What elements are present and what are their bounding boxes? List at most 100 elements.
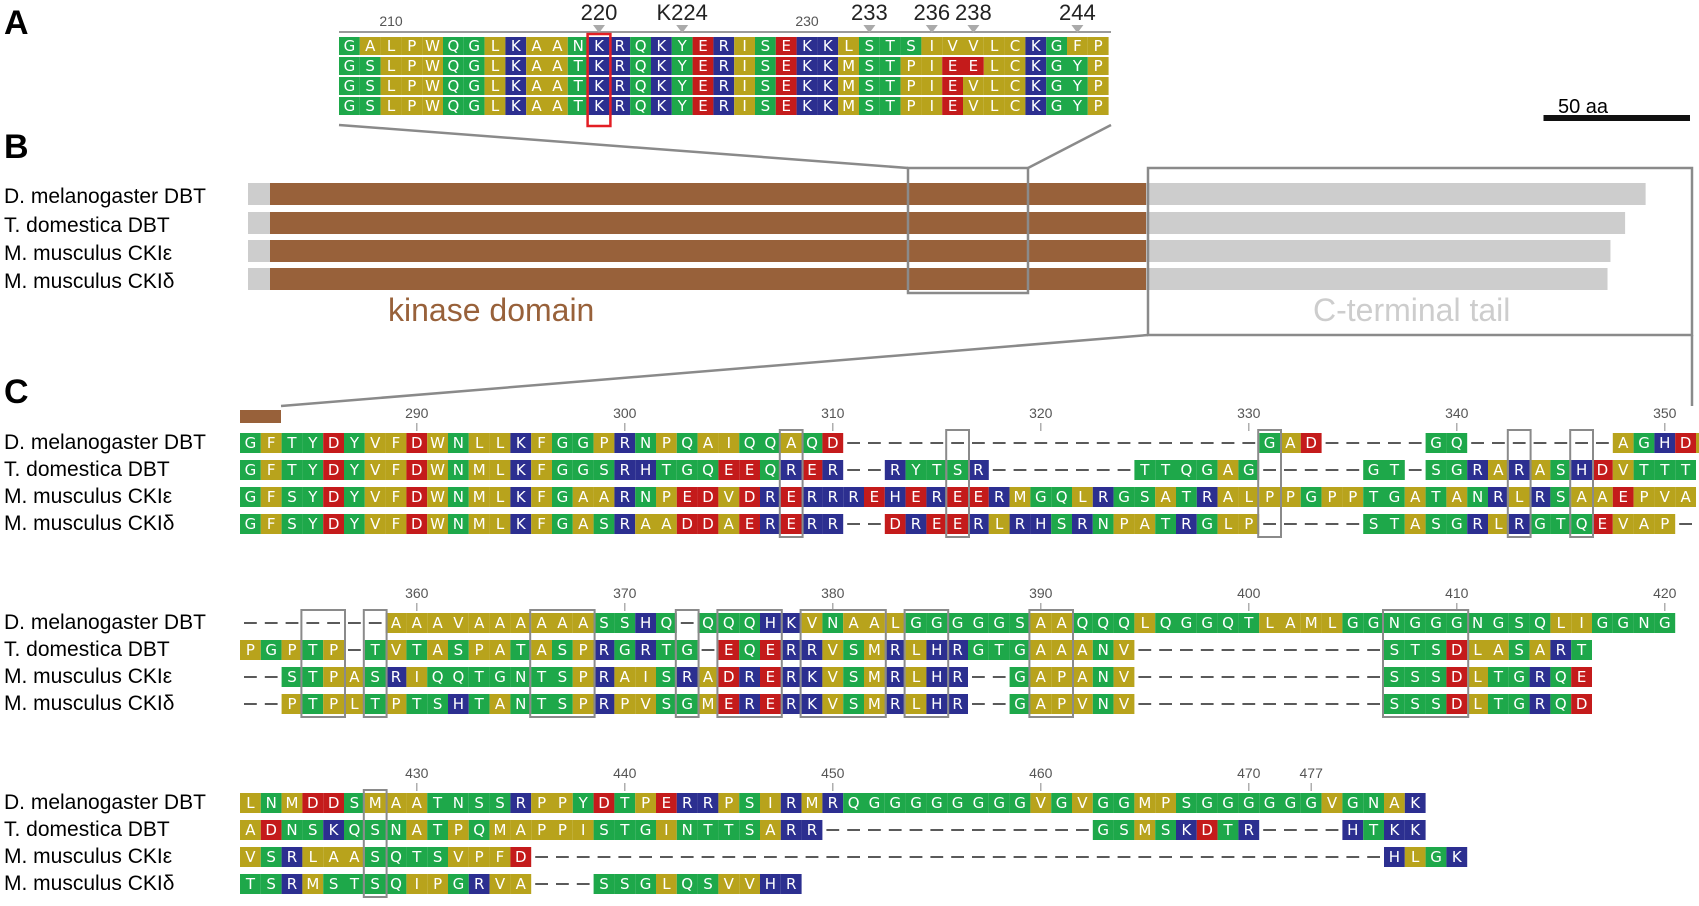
panel-c-residue-letter: R [620, 488, 630, 506]
panel-c-residue-letter: S [558, 668, 568, 686]
panel-c-residue-letter: R [911, 515, 921, 533]
panel-c-residue-letter: G [1264, 794, 1276, 812]
panel-c-residue-cell [1675, 487, 1696, 507]
panel-c-residue-cell [1092, 514, 1114, 534]
panel-a-residue-letter: P [906, 77, 915, 95]
panel-c-residue-cell [1467, 613, 1488, 633]
panel-a-residue-cell [1046, 57, 1067, 75]
panel-a-residue-cell [651, 77, 672, 95]
panel-c-residue-letter: S [849, 668, 859, 686]
panel-c-residue-letter: H [1035, 515, 1046, 533]
panel-c-residue-cell [1529, 640, 1551, 660]
panel-c-residue-letter: G [931, 794, 943, 812]
panel-c-residue-cell [302, 874, 324, 894]
panel-c-residue-letter: H [1659, 434, 1670, 452]
panel-c-residue-cell [531, 640, 552, 660]
panel-a-residue-cell [547, 57, 568, 75]
panel-c-residue-cell [1612, 433, 1634, 453]
panel-c-residue-letter: R [682, 794, 692, 812]
panel-c-residue-cell [1134, 487, 1156, 507]
panel-c-residue-cell [448, 793, 469, 813]
panel-c-residue-cell [718, 640, 740, 660]
panel-c-residue-cell [780, 793, 802, 813]
panel-c-residue-letter: G [1638, 434, 1650, 452]
panel-c-residue-letter: M [868, 668, 881, 686]
panel-a-residue-cell [983, 97, 1005, 115]
panel-a-residue-cell [380, 37, 402, 55]
panel-c-residue-letter: M [494, 821, 507, 839]
panel-c-tick-label: 477 [1300, 765, 1324, 781]
c1-species-label-2: T. domestica DBT [4, 458, 170, 481]
panel-a-residue-letter: A [365, 37, 376, 55]
panel-c-residue-letter: A [516, 875, 527, 893]
panel-c-residue-cell [1009, 667, 1031, 687]
panel-a-residue-cell [567, 77, 589, 95]
panel-c-residue-letter: Y [307, 461, 318, 479]
panel-c-residue-letter: D [1576, 695, 1588, 713]
panel-c-residue-letter: A [245, 821, 256, 839]
panel-c-residue-cell [552, 487, 573, 507]
panel-c-residue-letter: S [599, 461, 609, 479]
panel-a-residue-cell [526, 97, 547, 115]
panel-a-residue-letter: W [425, 57, 440, 75]
panel-a-residue-cell [1046, 37, 1067, 55]
panel-c-residue-letter: N [1368, 794, 1379, 812]
c2-species-label-3: M. musculus CKIε [4, 665, 172, 688]
panel-c-residue-cell [1488, 487, 1509, 507]
panel-c-residue-letter: G [640, 821, 652, 839]
panel-c-residue-cell [697, 667, 719, 687]
panel-a-residue-cell [651, 57, 672, 75]
panel-c-residue-letter: R [744, 695, 754, 713]
panel-c-residue-letter: R [682, 668, 692, 686]
panel-c-residue-cell [1571, 487, 1592, 507]
panel-c-residue-letter: P [579, 668, 588, 686]
panel-c-residue-letter: S [454, 641, 464, 659]
panel-c-residue-letter: P [662, 434, 671, 452]
panel-a-residue-letter: L [491, 57, 500, 75]
panel-c-residue-cell [364, 667, 386, 687]
panel-c-residue-letter: T [619, 794, 630, 812]
panel-c-residue-cell [780, 460, 802, 480]
panel-c-residue-cell [780, 874, 802, 894]
panel-a-residue-cell [339, 77, 360, 95]
panel-a-residue-letter: S [865, 97, 875, 115]
panel-a-residue-letter: Q [447, 97, 459, 115]
panel-c-residue-letter: L [1411, 848, 1420, 866]
panel-a-residue-cell [983, 77, 1005, 95]
panel-a-residue-cell [567, 57, 589, 75]
panel-a-residue-cell [1087, 37, 1109, 55]
c1-species-label-3: M. musculus CKIε [4, 485, 172, 508]
panel-b-species-label-1: D. melanogaster DBT [4, 185, 206, 208]
panel-c-residue-letter: A [1077, 641, 1088, 659]
panel-c-residue-cell [1508, 487, 1530, 507]
panel-c-residue-letter: L [475, 434, 484, 452]
panel-c-residue-letter: N [390, 821, 401, 839]
panel-c-residue-cell [1508, 460, 1530, 480]
panel-c-residue-cell [1384, 694, 1405, 714]
panel-a-residue-letter: G [344, 77, 356, 95]
panel-a-residue-cell [900, 77, 922, 95]
panel-c-residue-letter: G [1201, 515, 1213, 533]
panel-c-residue-cell [531, 694, 552, 714]
panel-c-residue-cell [281, 433, 303, 453]
panel-a-residue-cell [443, 37, 464, 55]
panel-c-residue-cell [801, 667, 823, 687]
panel-c-residue-letter: G [1409, 614, 1421, 632]
panel-c-residue-letter: T [536, 668, 547, 686]
panel-a-residue-letter: R [615, 37, 625, 55]
panel-c-residue-letter: L [1494, 515, 1503, 533]
panel-a-residue-letter: K [1031, 37, 1042, 55]
panel-c-residue-letter: S [599, 614, 609, 632]
panel-a-residue-cell [1087, 97, 1109, 115]
panel-c-residue-cell [1612, 487, 1634, 507]
panel-c-residue-letter: H [1389, 848, 1400, 866]
panel-c-residue-cell [614, 514, 636, 534]
panel-c-residue-letter: Q [744, 614, 756, 632]
panel-c-residue-letter: D [411, 461, 423, 479]
panel-c-motif-box [778, 429, 804, 538]
panel-c-residue-cell [1404, 514, 1426, 534]
panel-c-residue-cell [1550, 694, 1572, 714]
panel-a-residue-cell [692, 97, 714, 115]
panel-c-residue-cell [1612, 514, 1634, 534]
